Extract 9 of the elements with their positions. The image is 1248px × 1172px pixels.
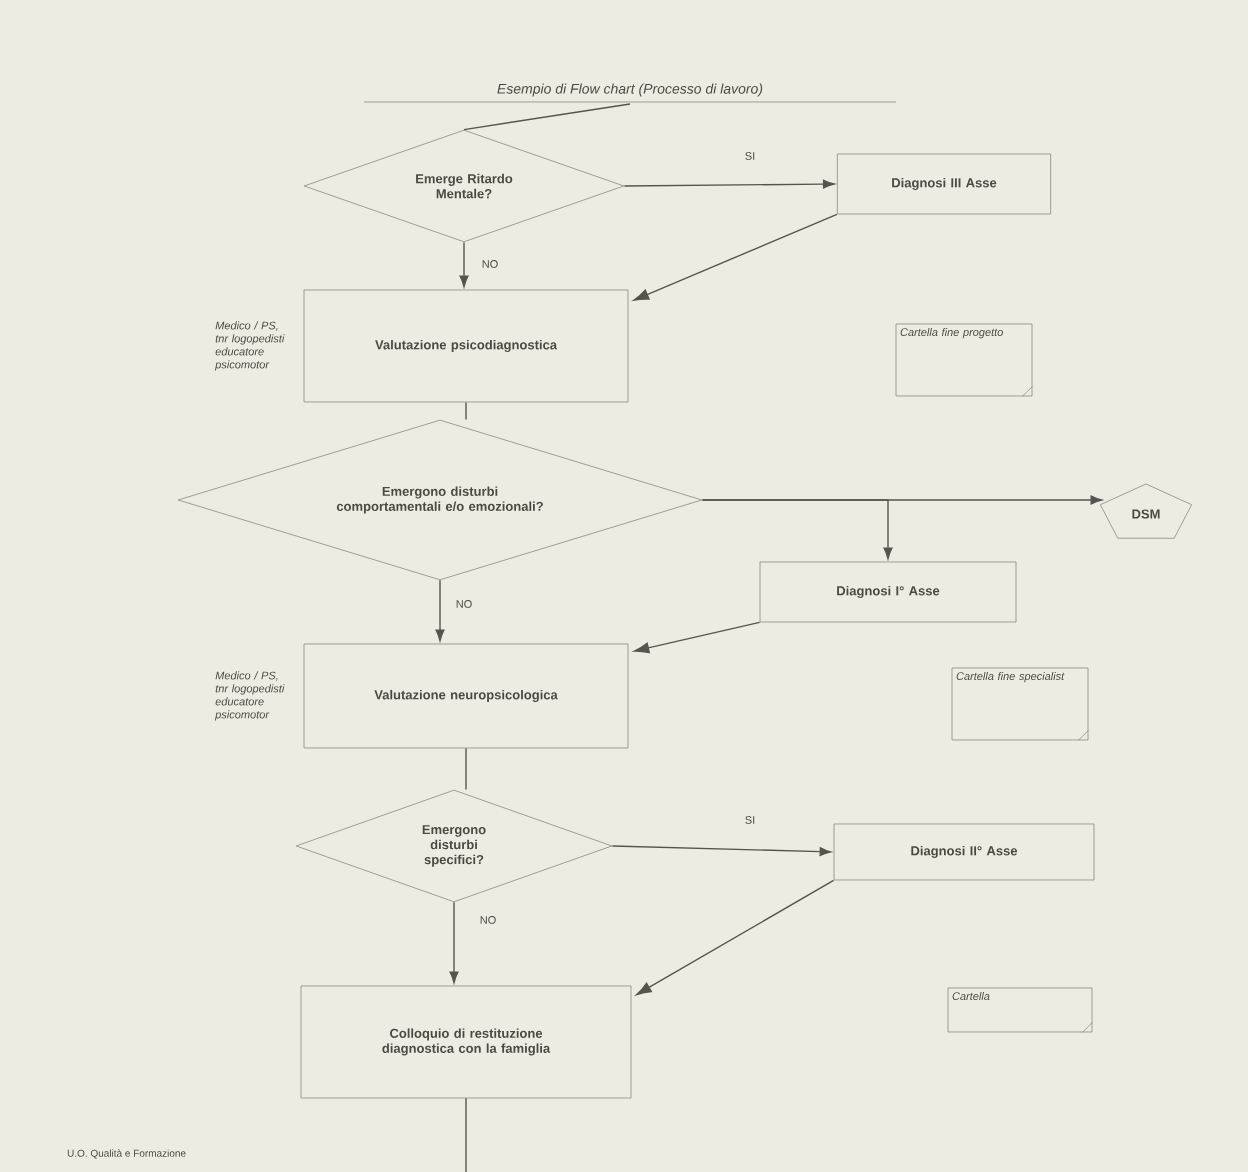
arrow [623,179,835,189]
arrow [449,901,459,984]
arrow [459,241,469,288]
arrow [633,621,761,654]
arrow [435,579,445,642]
arrow [633,213,838,301]
arrow [636,879,835,996]
arrow [701,499,893,560]
arrow [611,845,832,857]
